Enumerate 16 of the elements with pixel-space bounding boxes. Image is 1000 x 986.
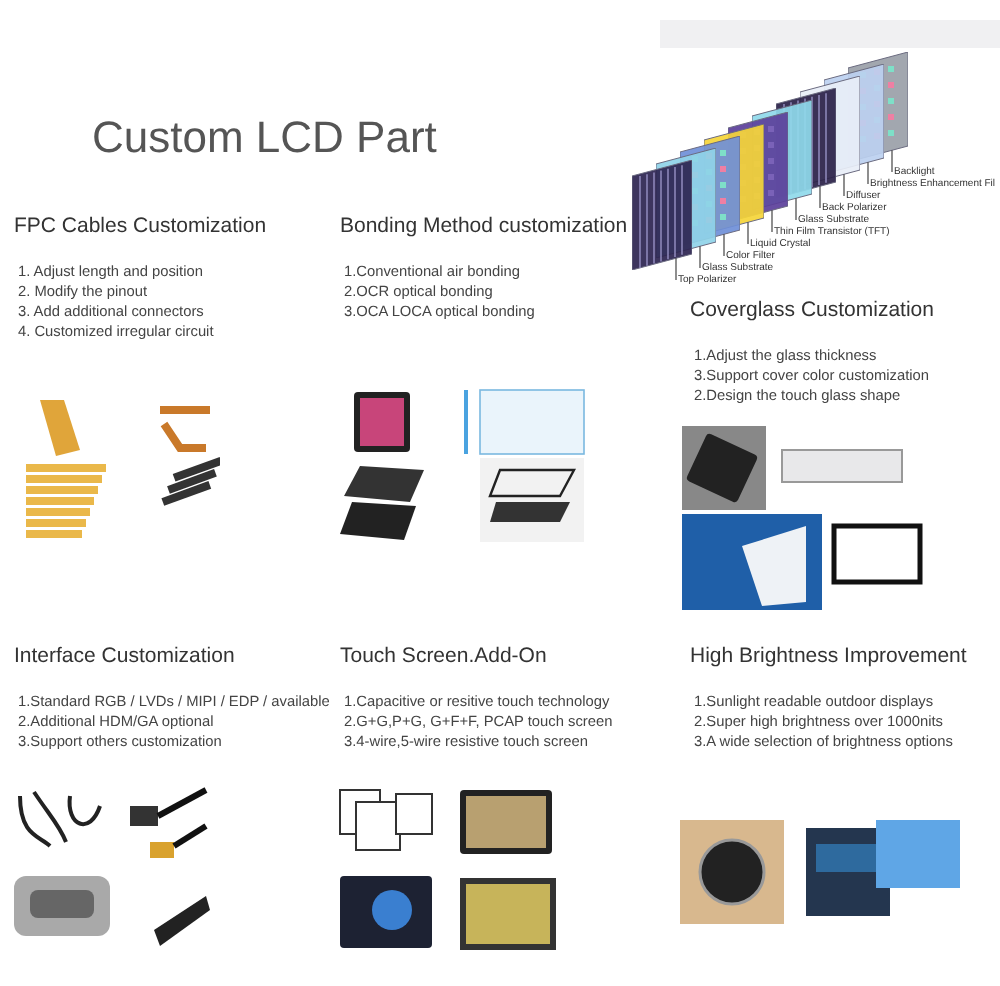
- leader-line: [699, 245, 701, 269]
- leader-line: [795, 197, 797, 221]
- display-layer: [632, 160, 692, 270]
- section-heading: Interface Customization: [14, 642, 237, 672]
- title: Custom LCD Part: [92, 110, 437, 166]
- section-heading: Bonding Method customization: [340, 212, 630, 242]
- leader-line: [819, 185, 821, 209]
- section-heading: High Brightness Improvement: [690, 642, 969, 672]
- leader-line: [891, 149, 893, 173]
- leader-line: [747, 221, 749, 245]
- section-heading: FPC Cables Customization: [14, 212, 269, 242]
- leader-line: [675, 257, 677, 281]
- leader-line: [771, 209, 773, 233]
- leader-line: [723, 233, 725, 257]
- section-heading: Touch Screen.Add-On: [340, 642, 549, 672]
- section-heading: Coverglass Customization: [690, 296, 936, 326]
